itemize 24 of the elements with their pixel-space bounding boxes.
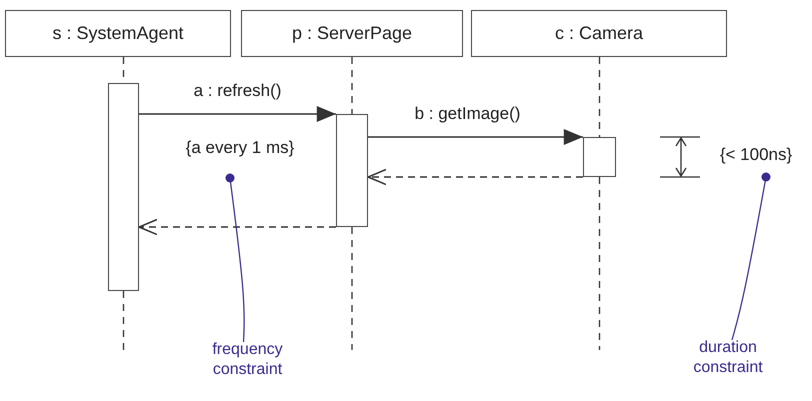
return-message-arrow bbox=[367, 168, 583, 186]
object-name: s : SystemAgent bbox=[52, 23, 184, 44]
object-name: p : ServerPage bbox=[292, 23, 412, 44]
return-message-arrow bbox=[138, 218, 336, 236]
message-arrow bbox=[368, 129, 583, 145]
lifeline bbox=[598, 57, 600, 137]
leader-line bbox=[226, 174, 245, 342]
lifeline bbox=[122, 291, 124, 350]
note-text: duration constraint bbox=[692, 338, 764, 378]
lifeline bbox=[351, 57, 353, 114]
lifeline-header bbox=[471, 10, 727, 57]
note-text: frequency constraint bbox=[211, 340, 284, 380]
constraint-text: {a every 1 ms} bbox=[186, 138, 294, 157]
lifeline-header bbox=[241, 10, 463, 57]
constraint-text: {< 100ns} bbox=[720, 145, 792, 164]
message-arrow bbox=[139, 106, 336, 122]
lifeline-header bbox=[5, 10, 231, 57]
activation-bar bbox=[108, 83, 139, 291]
lifeline bbox=[351, 227, 353, 350]
activation-bar bbox=[583, 137, 616, 177]
activation-bar bbox=[336, 114, 368, 227]
lifeline bbox=[598, 177, 600, 350]
object-name: c : Camera bbox=[554, 23, 644, 44]
leader-line bbox=[731, 172, 770, 340]
